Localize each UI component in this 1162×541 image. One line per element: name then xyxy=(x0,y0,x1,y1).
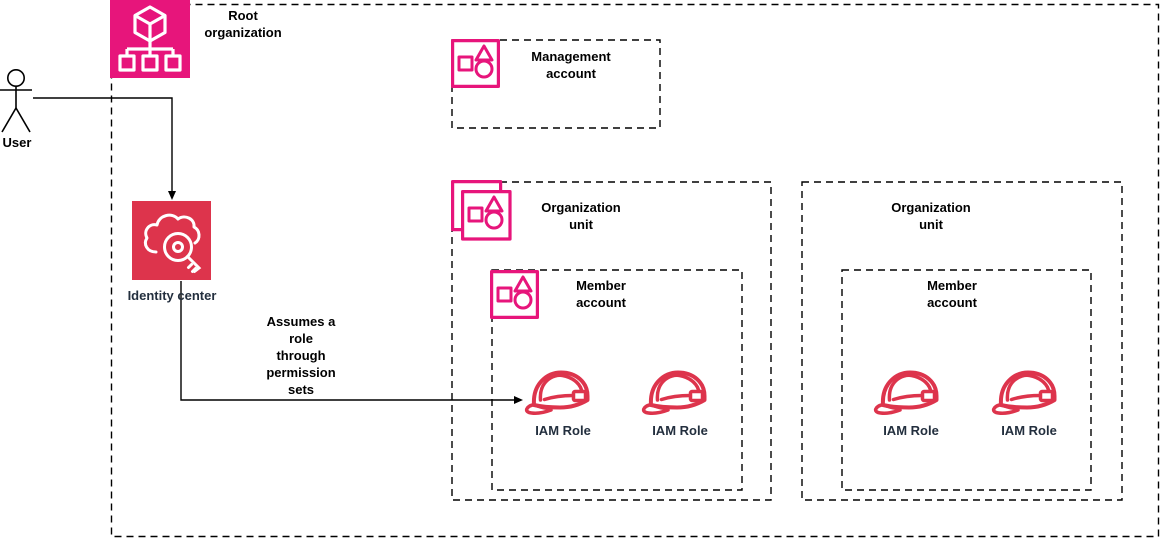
iam-role-label: IAM Role xyxy=(883,423,939,438)
iam-role-icon xyxy=(991,370,1057,415)
user-to-identity-connector xyxy=(33,97,176,200)
member-account-label-left: Member account xyxy=(576,278,626,310)
organizational-unit-icon xyxy=(451,180,512,241)
iam-role-label: IAM Role xyxy=(535,423,591,438)
user-label: User xyxy=(2,135,32,150)
organization-unit-box-right xyxy=(801,181,1123,501)
member-account-box-right xyxy=(841,269,1092,491)
organization-unit-label-left: Organization unit xyxy=(541,200,621,232)
arrowhead-right xyxy=(514,396,523,404)
iam-role-label: IAM Role xyxy=(652,423,708,438)
identity-center-icon xyxy=(132,201,211,280)
iam-role-label: IAM Role xyxy=(1001,423,1057,438)
account-icon xyxy=(490,270,539,319)
iam-role-icon xyxy=(873,370,939,415)
organization-unit-label-right: Organization unit xyxy=(891,200,971,232)
arrowhead-down xyxy=(168,191,176,200)
root-organization-box xyxy=(110,3,1160,538)
user-actor-icon xyxy=(0,69,32,133)
iam-role-icon xyxy=(641,370,707,415)
identity-to-role-connector xyxy=(180,281,523,404)
member-account-box-left xyxy=(491,269,743,491)
root-organization-label: Root organization xyxy=(204,8,282,40)
iam-role-icon xyxy=(524,370,590,415)
organizations-icon xyxy=(110,0,190,78)
management-account-box xyxy=(451,39,661,129)
identity-center-label: Identity center xyxy=(127,288,217,303)
member-account-label-right: Member account xyxy=(927,278,977,310)
organization-unit-box-left xyxy=(451,181,772,501)
management-account-label: Management account xyxy=(531,49,611,81)
connector-label: Assumes a role through permission sets xyxy=(266,314,336,397)
account-icon xyxy=(451,39,500,88)
